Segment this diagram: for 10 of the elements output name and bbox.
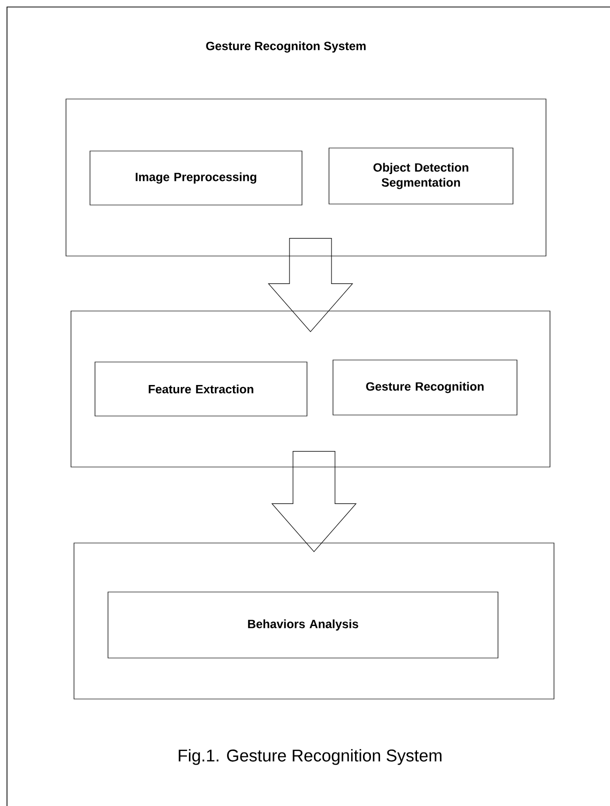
figure-caption: Fig.1. Gesture Recognition System (178, 749, 442, 765)
group-box (66, 98, 546, 256)
process-box: Feature Extraction (94, 362, 308, 416)
process-box: Gesture Recognition (332, 360, 518, 416)
diagram-title: Gesture Recogniton System (206, 41, 366, 53)
group-box (70, 310, 550, 468)
group-box (74, 542, 554, 700)
process-box: Image Preprocessing (90, 150, 302, 206)
process-box: Object Detection Segmentation (328, 148, 514, 204)
process-box: Behaviors Analysis (108, 592, 498, 658)
